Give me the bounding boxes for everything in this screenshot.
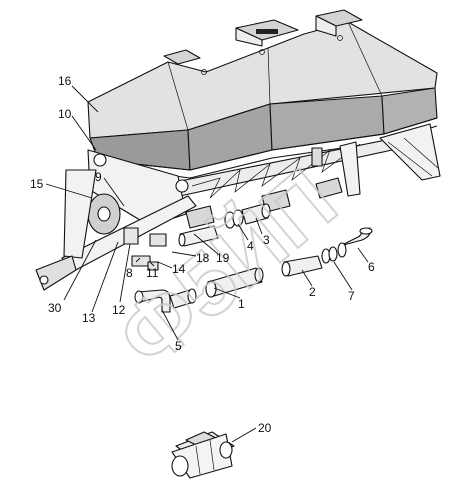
callout-6: 6: [368, 260, 375, 274]
callout-labels: 16 10 15 9 1 2 3 4 5 6 7 8 11 12 13 14 1…: [30, 74, 375, 435]
leader-lines: [45, 85, 369, 443]
bracket-12: [123, 227, 139, 245]
hopper-assembly: [87, 9, 438, 179]
callout-3: 3: [263, 233, 270, 247]
callout-18: 18: [196, 251, 210, 265]
pipe-5: [134, 288, 197, 313]
ring-4b: [232, 209, 244, 227]
callout-13: 13: [82, 311, 96, 325]
callout-2: 2: [309, 285, 316, 299]
callout-15: 15: [30, 177, 44, 191]
rear-brace: [379, 123, 441, 181]
hatch-2-grille: [256, 29, 278, 34]
ring-7b: [328, 246, 338, 262]
clamp-11: [131, 255, 151, 267]
part-20-assembly: [171, 431, 235, 479]
pipe-1: [205, 267, 264, 298]
callout-10: 10: [58, 107, 72, 121]
pipe-19: [178, 225, 219, 247]
callout-8: 8: [126, 266, 133, 280]
hatch-1: [163, 49, 201, 65]
clamp-14: [147, 261, 159, 271]
chassis-frame: [35, 123, 441, 291]
callout-16: 16: [58, 74, 72, 88]
callout-11: 11: [146, 266, 159, 280]
hitch: [35, 255, 77, 291]
clamp-18: [149, 233, 167, 247]
callout-4: 4: [247, 239, 254, 253]
callout-12: 12: [112, 303, 126, 317]
callout-30: 30: [48, 301, 62, 315]
pipes: [131, 203, 373, 313]
callout-5: 5: [175, 339, 182, 353]
callout-14: 14: [172, 262, 186, 276]
pipe-2: [281, 255, 323, 277]
callout-20: 20: [258, 421, 272, 435]
pipe-3: [241, 203, 269, 225]
rear-leg: [339, 141, 361, 197]
callout-19: 19: [216, 251, 230, 265]
callout-1: 1: [238, 297, 245, 311]
callout-7: 7: [348, 289, 355, 303]
callout-9: 9: [95, 170, 102, 184]
